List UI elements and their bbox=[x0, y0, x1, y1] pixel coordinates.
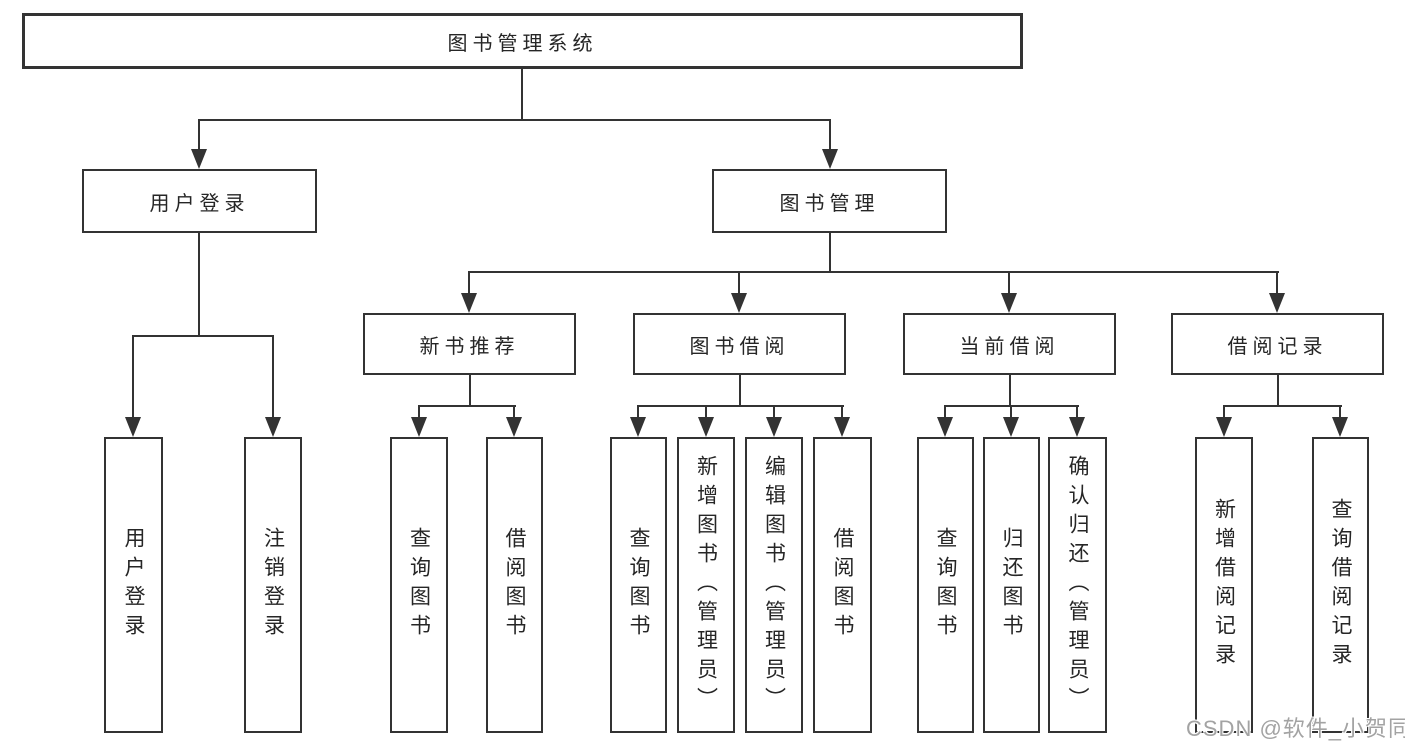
connector-arrow-down bbox=[1216, 405, 1232, 437]
watermark: CSDN @软件_小贺同学 bbox=[1186, 716, 1405, 741]
leaf-add-book-admin: 新增图书（管理员） bbox=[677, 437, 735, 733]
node-current-borrowing: 当前借阅 bbox=[903, 313, 1116, 375]
connector-arrow-down bbox=[191, 119, 207, 169]
connector-arrow-down bbox=[265, 335, 281, 437]
connector-arrow-down bbox=[461, 271, 477, 313]
connector-vline bbox=[1277, 375, 1279, 407]
leaf-edit-book-admin: 编辑图书（管理员） bbox=[745, 437, 803, 733]
connector-arrow-down bbox=[630, 405, 646, 437]
node-borrowing-records: 借阅记录 bbox=[1171, 313, 1384, 375]
leaf-query-books-2: 查询图书 bbox=[610, 437, 667, 733]
connector-vline bbox=[469, 375, 471, 407]
connector-arrow-down bbox=[125, 335, 141, 437]
connector-hline bbox=[198, 119, 831, 121]
leaf-confirm-return-admin: 确认归还（管理员） bbox=[1048, 437, 1107, 733]
node-new-book-recommend: 新书推荐 bbox=[363, 313, 576, 375]
connector-vline bbox=[521, 69, 523, 121]
connector-hline bbox=[132, 335, 274, 337]
connector-arrow-down bbox=[766, 405, 782, 437]
leaf-query-books-1: 查询图书 bbox=[390, 437, 448, 733]
connector-arrow-down bbox=[731, 271, 747, 313]
connector-hline bbox=[1223, 405, 1342, 407]
leaf-add-borrow-record: 新增借阅记录 bbox=[1195, 437, 1253, 733]
connector-arrow-down bbox=[822, 119, 838, 169]
connector-arrow-down bbox=[1003, 405, 1019, 437]
leaf-borrow-books-2: 借阅图书 bbox=[813, 437, 872, 733]
connector-arrow-down bbox=[937, 405, 953, 437]
connector-vline bbox=[198, 233, 200, 337]
connector-arrow-down bbox=[411, 405, 427, 437]
leaf-logout: 注销登录 bbox=[244, 437, 302, 733]
node-book-borrowing: 图书借阅 bbox=[633, 313, 846, 375]
connector-vline bbox=[829, 233, 831, 273]
connector-vline bbox=[739, 375, 741, 407]
connector-arrow-down bbox=[834, 405, 850, 437]
node-book-management: 图书管理 bbox=[712, 169, 947, 233]
leaf-return-books: 归还图书 bbox=[983, 437, 1040, 733]
leaf-user-login: 用户登录 bbox=[104, 437, 163, 733]
connector-arrow-down bbox=[1001, 271, 1017, 313]
node-user-login: 用户登录 bbox=[82, 169, 317, 233]
node-root: 图书管理系统 bbox=[22, 13, 1023, 69]
connector-hline bbox=[469, 271, 1279, 273]
leaf-query-books-3: 查询图书 bbox=[917, 437, 974, 733]
connector-arrow-down bbox=[1069, 405, 1085, 437]
connector-hline bbox=[418, 405, 516, 407]
connector-arrow-down bbox=[506, 405, 522, 437]
connector-arrow-down bbox=[698, 405, 714, 437]
connector-vline bbox=[1009, 375, 1011, 407]
connector-arrow-down bbox=[1332, 405, 1348, 437]
connector-arrow-down bbox=[1269, 271, 1285, 313]
leaf-query-borrow-record: 查询借阅记录 bbox=[1312, 437, 1369, 733]
leaf-borrow-books-1: 借阅图书 bbox=[486, 437, 543, 733]
